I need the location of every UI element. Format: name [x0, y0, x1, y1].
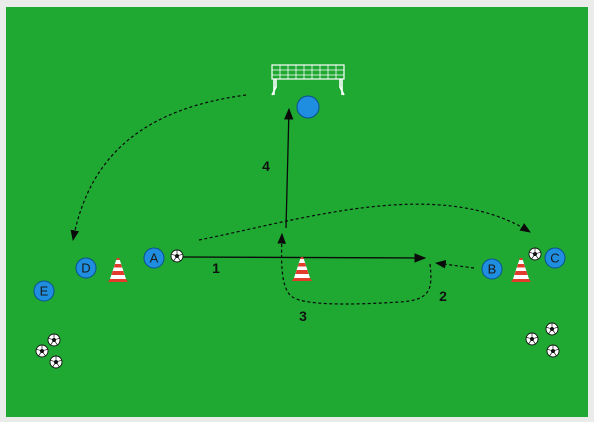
soccer-ball-icon	[528, 247, 542, 261]
shot-arrow-4	[284, 107, 294, 229]
player-b: B	[481, 258, 503, 280]
player-c: C	[544, 247, 566, 269]
goal-icon	[271, 64, 345, 96]
svg-text:E: E	[40, 284, 49, 299]
player-d: D	[75, 257, 97, 279]
pitch	[6, 7, 588, 417]
step-label-4: 4	[262, 158, 270, 174]
soccer-ball-icon	[49, 355, 63, 369]
soccer-ball-icon	[35, 344, 49, 358]
soccer-ball-icon	[546, 344, 560, 358]
soccer-ball-icon	[525, 332, 539, 346]
svg-text:B: B	[488, 262, 497, 277]
run-arrow-goal-to-d	[70, 94, 247, 242]
svg-text:C: C	[550, 251, 559, 266]
step-label-2: 2	[439, 288, 447, 304]
step-label-3: 3	[299, 308, 307, 324]
step-label-1: 1	[212, 260, 220, 276]
svg-text:D: D	[81, 261, 90, 276]
pass-arrow-1	[182, 253, 427, 263]
soccer-ball-icon	[545, 322, 559, 336]
player-a: A	[143, 247, 165, 269]
svg-text:A: A	[150, 251, 159, 266]
pass-arrow-a-to-c	[198, 203, 531, 241]
soccer-ball-icon	[170, 249, 184, 263]
run-arrow-b	[434, 259, 475, 269]
dribble-arrow-3	[277, 232, 432, 305]
player-goalkeeper	[296, 95, 320, 119]
soccer-ball-icon	[47, 333, 61, 347]
player-e: E	[33, 280, 55, 302]
